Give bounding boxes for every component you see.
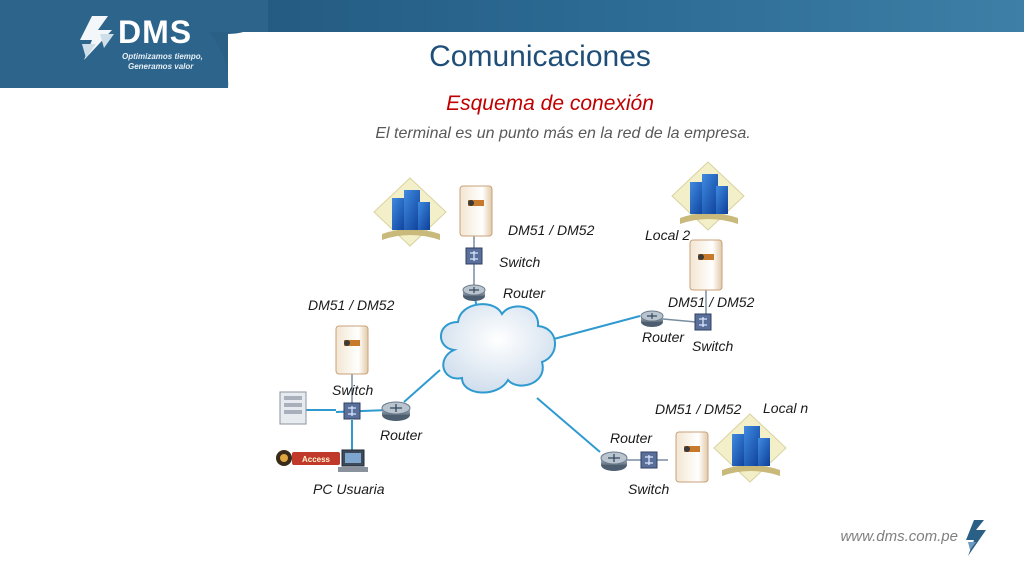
tagline-line-2: Generamos valor [128,62,194,71]
access-badge-icon: Access [276,450,340,466]
router-icon-top [462,284,486,301]
label-local-n-router: Router [610,430,653,446]
router-icon-local-n [600,451,628,471]
terminal-icon-top [459,185,493,237]
link-cloud-localn-router [536,397,601,453]
label-left-terminal: DM51 / DM52 [308,297,395,313]
switch-icon-local-2 [694,313,712,331]
label-top-terminal: DM51 / DM52 [508,222,595,238]
page-description: El terminal es un punto más en la red de… [375,125,751,142]
label-local-2-router: Router [642,329,685,345]
building-icon-local-2 [671,161,745,231]
tagline-line-1: Optimizamos tiempo, [122,52,203,61]
terminal-icon-local-2 [689,239,723,291]
internet-cloud-icon [440,303,556,394]
brand-name: DMS [118,14,193,50]
page-title: Comunicaciones [429,40,651,73]
label-top-switch: Switch [499,254,541,270]
footer-url: www.dms.com.pe [840,528,958,545]
footer-logo-icon [966,520,986,556]
terminal-icon-local-n [675,431,709,483]
link-cloud-local2-router [549,315,641,341]
link-cloud-left-router [403,369,441,403]
logo-mark-icon [80,16,114,60]
label-left-switch: Switch [332,382,374,398]
page-subtitle: Esquema de conexión [446,92,654,115]
label-local-2-terminal: DM51 / DM52 [668,294,755,310]
switch-icon-left [343,402,361,420]
label-local-2-switch: Switch [692,338,734,354]
router-icon-left [381,401,411,421]
switch-icon-top [465,247,483,265]
logo-panel [0,0,268,88]
brand-tagline: Optimizamos tiempo, Generamos valor [122,52,212,72]
router-icon-local-2 [640,310,664,327]
access-badge-text: Access [302,455,331,464]
label-left-pc: PC Usuaria [313,481,385,497]
label-left-router: Router [380,427,423,443]
label-local-n-terminal: DM51 / DM52 [655,401,742,417]
switch-icon-local-n [640,451,658,469]
pc-desktop-icon [338,449,368,472]
building-icon-top-left [373,177,447,247]
label-local-n: Local n [763,400,809,416]
label-local-n-switch: Switch [628,481,670,497]
terminal-icon-left [335,325,369,375]
building-icon-local-n [713,413,787,483]
server-tower-icon [279,391,307,425]
label-local-2: Local 2 [645,227,691,243]
label-top-router: Router [503,285,546,301]
